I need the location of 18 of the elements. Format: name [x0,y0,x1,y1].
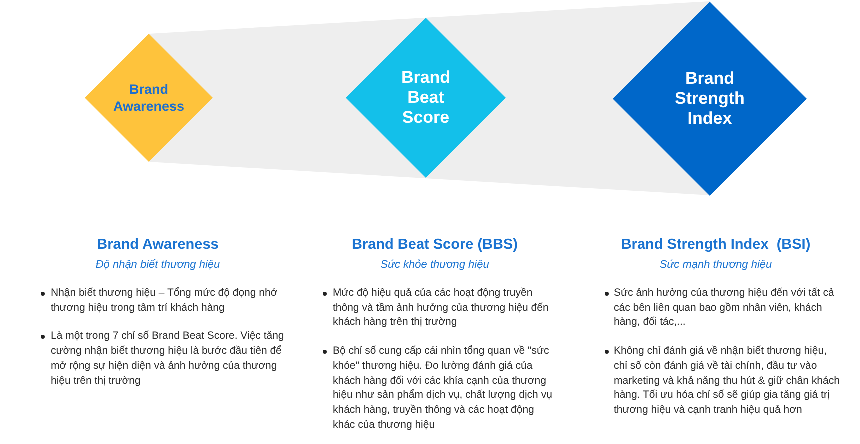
bullet-text: Bộ chỉ số cung cấp cái nhìn tổng quan về "sức khỏe" thương hiệu. Đo lường đánh giá của khách hàng đối với các khía cạnh của thương hiệu như sản phẩm dịch vụ, chất lượng dịch vụ khách hàng, truyền thông và các hoạt động khác của thương hiệu [333,344,554,432]
diamond-shape [613,2,807,196]
diamond-shape [85,34,213,162]
bullet-text: Nhận biết thương hiệu – Tổng mức độ đọng nhớ thương hiệu trong tâm trí khách hàng [51,286,279,316]
diamond-label: Brand Beat Score [400,68,452,128]
column-heading: Brand Strength Index (BSI) [621,236,811,254]
diamond-shape [346,18,506,178]
diamond-label: Brand Strength Index [674,68,746,128]
column-subtitle: Sức khỏe thương hiệu [380,258,490,272]
bullet-text: Mức độ hiệu quả của các hoạt động truyền thông và tầm ảnh hưởng của thương hiệu đến khách hàng trên thị trường [333,286,550,330]
bullet-text: Là một trong 7 chỉ số Brand Beat Score. Việc tăng cường nhận biết thương hiệu là bước đầu tiên để mở rộng sự hiện diện và ảnh hưởng của thương hiệu trên thị trường [51,329,286,388]
column-heading: Brand Awareness [97,236,219,254]
column-heading: Brand Beat Score (BBS) [352,236,518,254]
column-subtitle: Sức mạnh thương hiệu [660,258,772,272]
column-subtitle: Độ nhận biết thương hiệu [96,258,220,272]
bullet-text: Không chỉ đánh giá về nhận biết thương hiệu, chỉ số còn đánh giá về tài chính, đầu tư vào marketing và khả năng thu hút & giữ chân khách hàng. Tối ưu hóa chỉ số sẽ giúp gia tăng giá trị thương hiệu và cạnh tranh hiệu quả hơn [614,344,841,418]
bullet-text: Sức ảnh hưởng của thương hiệu đến với tất cả các bên liên quan bao gồm nhân viên, khách hàng, đối tác,... [614,286,836,330]
diamond-label: Brand Awareness [112,81,186,115]
